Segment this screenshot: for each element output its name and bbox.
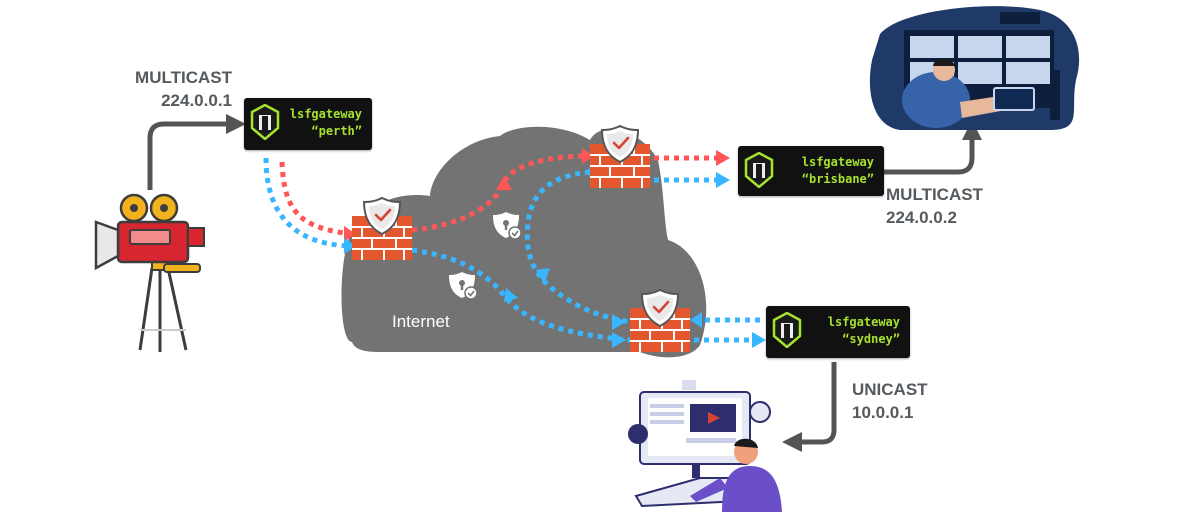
brisbane-to-wall-arrow — [880, 120, 982, 175]
gateway-perth-site: “perth” — [311, 124, 362, 138]
sydney-to-user-arrow — [782, 362, 837, 452]
gateway-brisbane-site: “brisbane” — [801, 172, 874, 186]
unicast-sydney-type: UNICAST — [852, 380, 928, 399]
multicast-source-address: 224.0.0.1 — [161, 91, 232, 110]
unicast-sydney-address: 10.0.0.1 — [852, 403, 914, 422]
gateway-door-icon — [772, 312, 802, 348]
video-wall-icon — [869, 6, 1080, 130]
blue-path-cloud-a — [524, 169, 631, 325]
gateway-brisbane-name: lsfgateway — [801, 155, 874, 169]
gateway-perth-name: lsfgateway — [289, 107, 362, 121]
computer-user-icon — [628, 380, 782, 512]
gateway-perth: lsfgateway “perth” — [244, 98, 372, 150]
multicast-source-type: MULTICAST — [135, 68, 232, 87]
multicast-brisbane-address: 224.0.0.2 — [886, 208, 957, 227]
multicast-brisbane-label: MULTICAST 224.0.0.2 — [886, 183, 1006, 229]
gateway-sydney: lsfgateway “sydney” — [766, 306, 910, 358]
gateway-door-icon — [744, 152, 774, 188]
gateway-brisbane: lsfgateway “brisbane” — [738, 146, 884, 196]
gateway-sydney-name: lsfgateway — [827, 315, 900, 329]
video-camera-icon — [94, 193, 205, 352]
multicast-brisbane-type: MULTICAST — [886, 185, 983, 204]
multicast-source-label: MULTICAST 224.0.0.1 — [122, 66, 232, 112]
unicast-sydney-label: UNICAST 10.0.0.1 — [852, 378, 952, 424]
gateway-sydney-site: “sydney” — [842, 332, 900, 346]
blue-path-perth — [263, 157, 353, 249]
gateway-door-icon — [250, 104, 280, 140]
source-to-perth-arrow — [147, 114, 246, 190]
red-path-perth — [279, 161, 353, 237]
internet-label: Internet — [392, 312, 450, 331]
